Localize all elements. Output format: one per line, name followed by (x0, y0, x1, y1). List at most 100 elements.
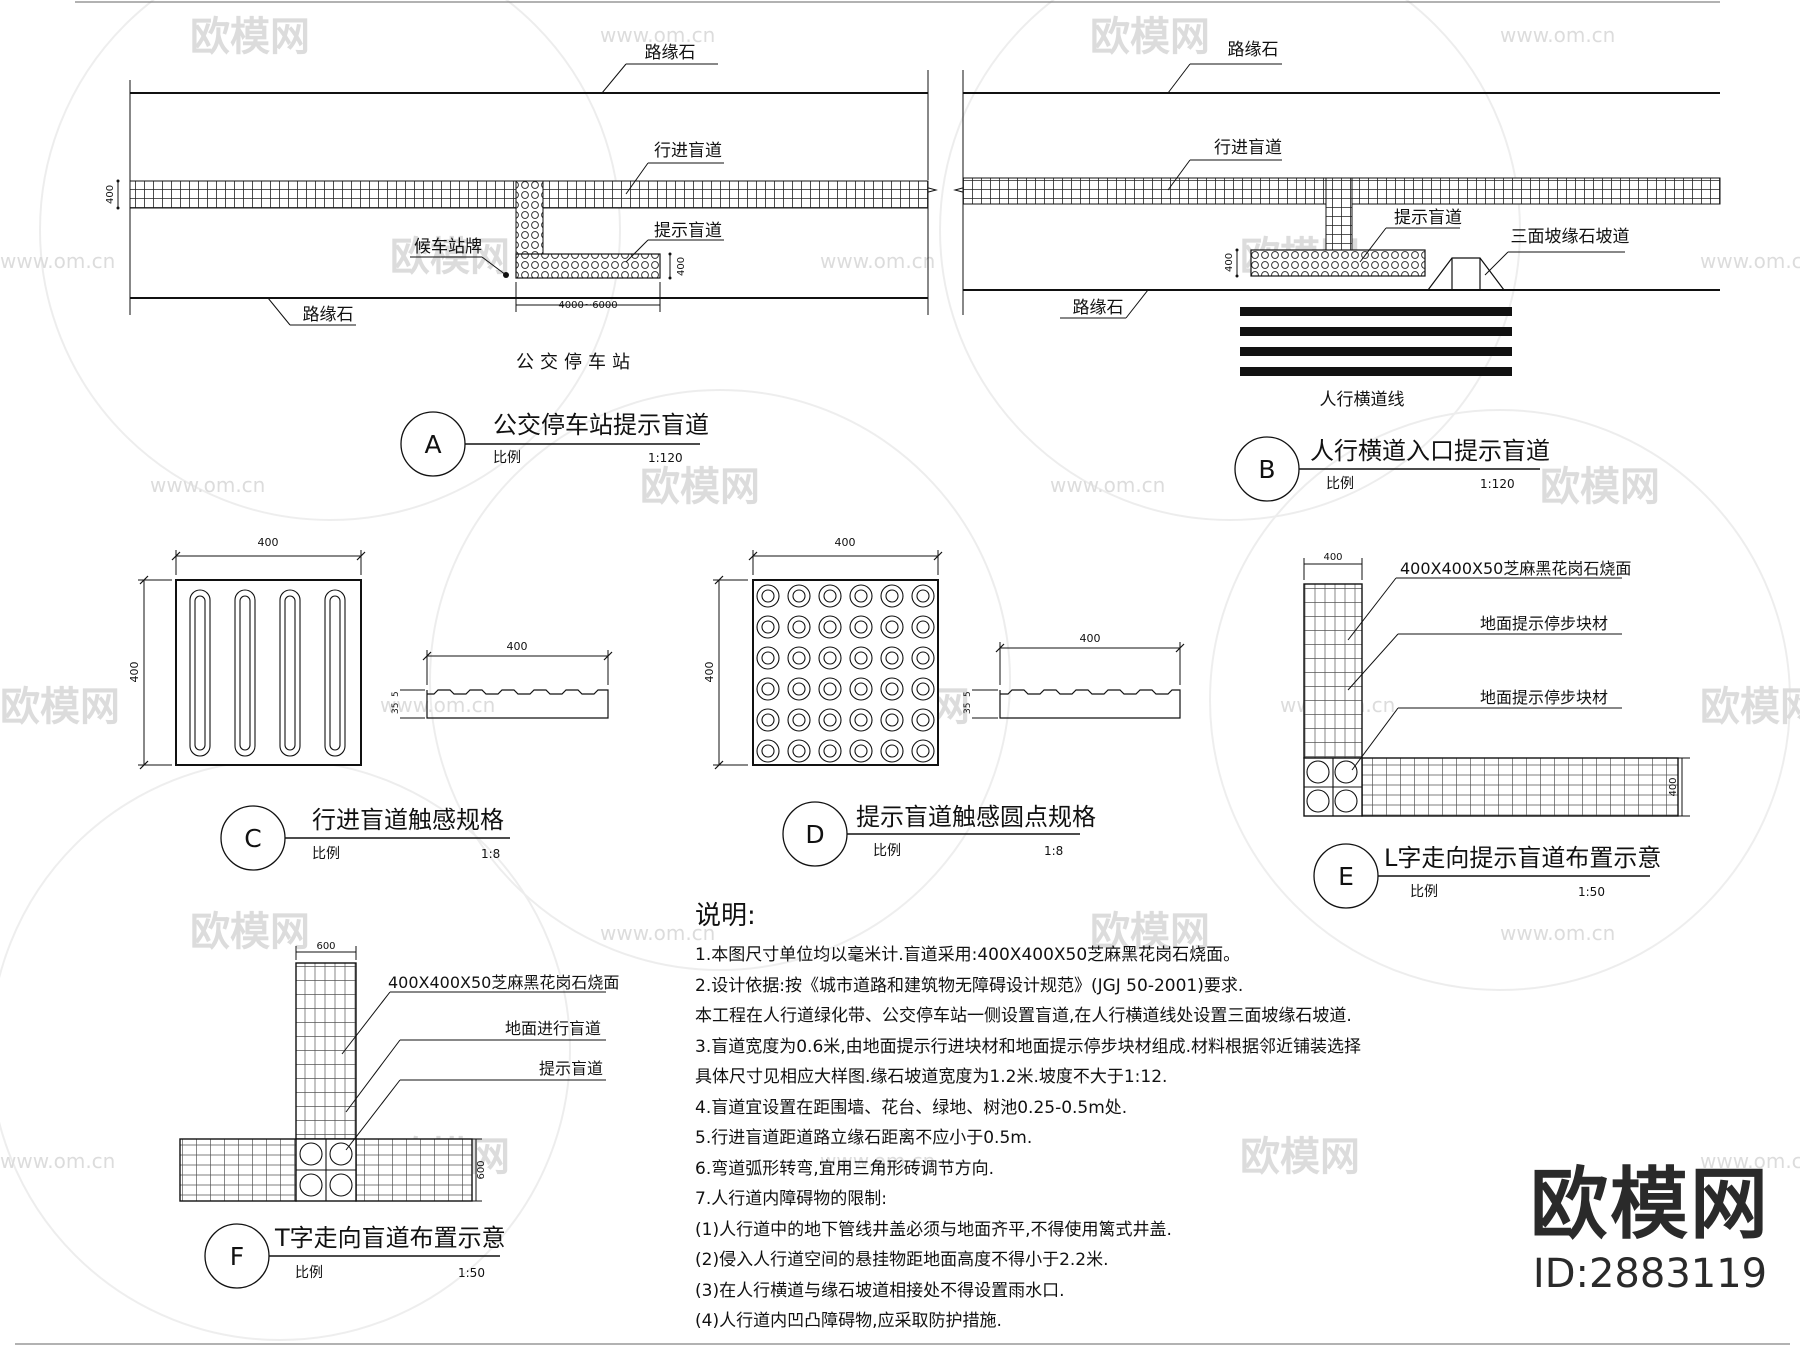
brand-name: 欧模网 (1529, 1160, 1770, 1250)
truncated-dome (854, 713, 868, 727)
view-d-dim-t1: 5 (963, 691, 973, 697)
truncated-dome (823, 713, 837, 727)
truncated-dome (849, 677, 873, 701)
view-f-t-layout: 600 600 400X400X50芝麻黑花岗石烧面 地面进行盲道 提示盲道 F… (179, 941, 619, 1289)
truncated-dome (916, 651, 930, 665)
notes-line: (3)在人行横道与缘石坡道相接处不得设置雨水口. (695, 1280, 1065, 1301)
view-e-horizontal-strip (1361, 757, 1679, 817)
view-f-badge: F (230, 1242, 244, 1271)
truncated-dome (761, 620, 775, 634)
wm-url-2: www.om.cn (1500, 23, 1615, 47)
truncated-dome (818, 677, 842, 701)
view-b-travel-label: 行进盲道 (1214, 138, 1282, 158)
view-f-scale: 1:50 (458, 1266, 485, 1280)
view-b-ramp-label: 三面坡缘石坡道 (1511, 227, 1630, 247)
truncated-dome (854, 651, 868, 665)
truncated-dome (787, 677, 811, 701)
view-e-vertical-strip (1303, 583, 1363, 759)
truncated-dome (756, 646, 780, 670)
view-d-dim-t2: 35 (963, 703, 973, 714)
view-b-curb-bottom-label: 路缘石 (1073, 298, 1124, 318)
truncated-dome (818, 615, 842, 639)
crosswalk-stripes (1240, 307, 1512, 376)
view-c-dim-w: 400 (258, 536, 279, 549)
wm-url-3: www.om.cn (0, 249, 115, 273)
view-a-warning-label: 提示盲道 (654, 221, 722, 241)
view-e-title: L字走向提示盲道布置示意 (1384, 844, 1661, 872)
notes-block: 说明: 1.本图尺寸单位均以毫米计.盲道采用:400X400X50芝麻黑花岗石烧… (695, 895, 1415, 1337)
view-b-scale: 1:120 (1480, 477, 1515, 491)
sheet-frame (15, 1, 1790, 1345)
view-d-dim-w: 400 (835, 536, 856, 549)
wm-brand-5: 欧模网 (640, 464, 760, 510)
truncated-dome (849, 646, 873, 670)
notes-line: (1)人行道中的地下管线井盖必须与地面齐平,不得使用篱式井盖. (695, 1219, 1172, 1240)
view-a-bus-stop-plan: 路缘石 行进盲道 提示盲道 候车站牌 路缘石 400 400 4000~6000… (105, 43, 938, 477)
truncated-dome (823, 682, 837, 696)
truncated-dome (792, 713, 806, 727)
view-a-branch-strip (515, 180, 544, 257)
view-f-label-1: 400X400X50芝麻黑花岗石烧面 (388, 973, 619, 992)
truncated-dome (787, 646, 811, 670)
view-a-curb-bottom-label: 路缘石 (303, 305, 354, 325)
view-a-badge: A (424, 430, 441, 459)
truncated-dome (885, 651, 899, 665)
truncated-dome (916, 744, 930, 758)
notes-line: 1.本图尺寸单位均以毫米计.盲道采用:400X400X50芝麻黑花岗石烧面。 (695, 945, 1241, 965)
notes-line: 5.行进盲道距道路立缘石距离不应小于0.5m. (695, 1128, 1033, 1148)
truncated-dome (823, 620, 837, 634)
view-c-dim-h: 400 (128, 662, 141, 683)
wm-url-12: www.om.cn (0, 1149, 115, 1173)
view-b-crosswalk-plan: 路缘石 行进盲道 提示盲道 三面坡缘石坡道 路缘石 400 人行横道线 B 人行… (953, 40, 1721, 502)
view-b-branch-strip (1325, 177, 1353, 253)
view-e-label-2: 地面提示停步块材 (1480, 614, 1608, 633)
notes-line: 6.弯道弧形转弯,宜用三角形砖调节方向. (695, 1158, 995, 1179)
wm-brand-2: 欧模网 (1090, 14, 1210, 60)
view-f-title: T字走向盲道布置示意 (274, 1224, 506, 1252)
truncated-dome (756, 615, 780, 639)
view-c-dim-t2: 35 (391, 703, 401, 714)
truncated-dome (792, 589, 806, 603)
truncated-dome (787, 708, 811, 732)
truncated-dome (854, 682, 868, 696)
view-a-caption: 公交停车站 (516, 352, 636, 373)
view-a-dim-left: 400 (105, 185, 116, 204)
truncated-dome (787, 615, 811, 639)
view-a-curb-top-label: 路缘石 (645, 43, 696, 63)
truncated-dome (854, 589, 868, 603)
view-d-badge: D (805, 820, 824, 849)
truncated-dome (880, 615, 904, 639)
truncated-dome (761, 744, 775, 758)
notes-line: 具体尺寸见相应大样图.缘石坡道宽度为1.2米.坡度不大于1:12. (695, 1067, 1168, 1087)
notes-line: 7.人行道内障碍物的限制: (695, 1189, 887, 1209)
truncated-dome (916, 713, 930, 727)
truncated-dome (792, 620, 806, 634)
wm-brand-1: 欧模网 (190, 14, 310, 60)
view-e-scale-label: 比例 (1410, 884, 1438, 900)
truncated-dome (823, 589, 837, 603)
truncated-dome (849, 615, 873, 639)
truncated-dome (916, 589, 930, 603)
truncated-dome (885, 713, 899, 727)
view-a-dim-length: 4000~6000 (558, 300, 617, 311)
view-f-label-3: 提示盲道 (539, 1059, 603, 1078)
view-f-scale-label: 比例 (295, 1265, 323, 1281)
view-b-badge: B (1258, 455, 1275, 484)
view-e-label-3: 地面提示停步块材 (1480, 688, 1608, 707)
curb-ramp-symbol (1427, 257, 1505, 291)
truncated-dome (911, 739, 935, 763)
wm-url-14: www.om.cn (1700, 1149, 1800, 1173)
view-d-scale: 1:8 (1044, 844, 1063, 858)
view-b-crosswalk-label: 人行横道线 (1320, 390, 1405, 410)
wm-brand-13: 欧模网 (1240, 1134, 1360, 1180)
truncated-dome (792, 651, 806, 665)
view-a-sign-label: 候车站牌 (414, 237, 482, 257)
truncated-dome (880, 708, 904, 732)
warning-tile (752, 579, 939, 766)
truncated-dome (761, 713, 775, 727)
view-e-scale: 1:50 (1578, 885, 1605, 899)
wm-brand-11: 欧模网 (1090, 909, 1210, 955)
view-d-dim-section: 400 (1080, 632, 1101, 645)
view-b-warning-label: 提示盲道 (1394, 208, 1462, 228)
